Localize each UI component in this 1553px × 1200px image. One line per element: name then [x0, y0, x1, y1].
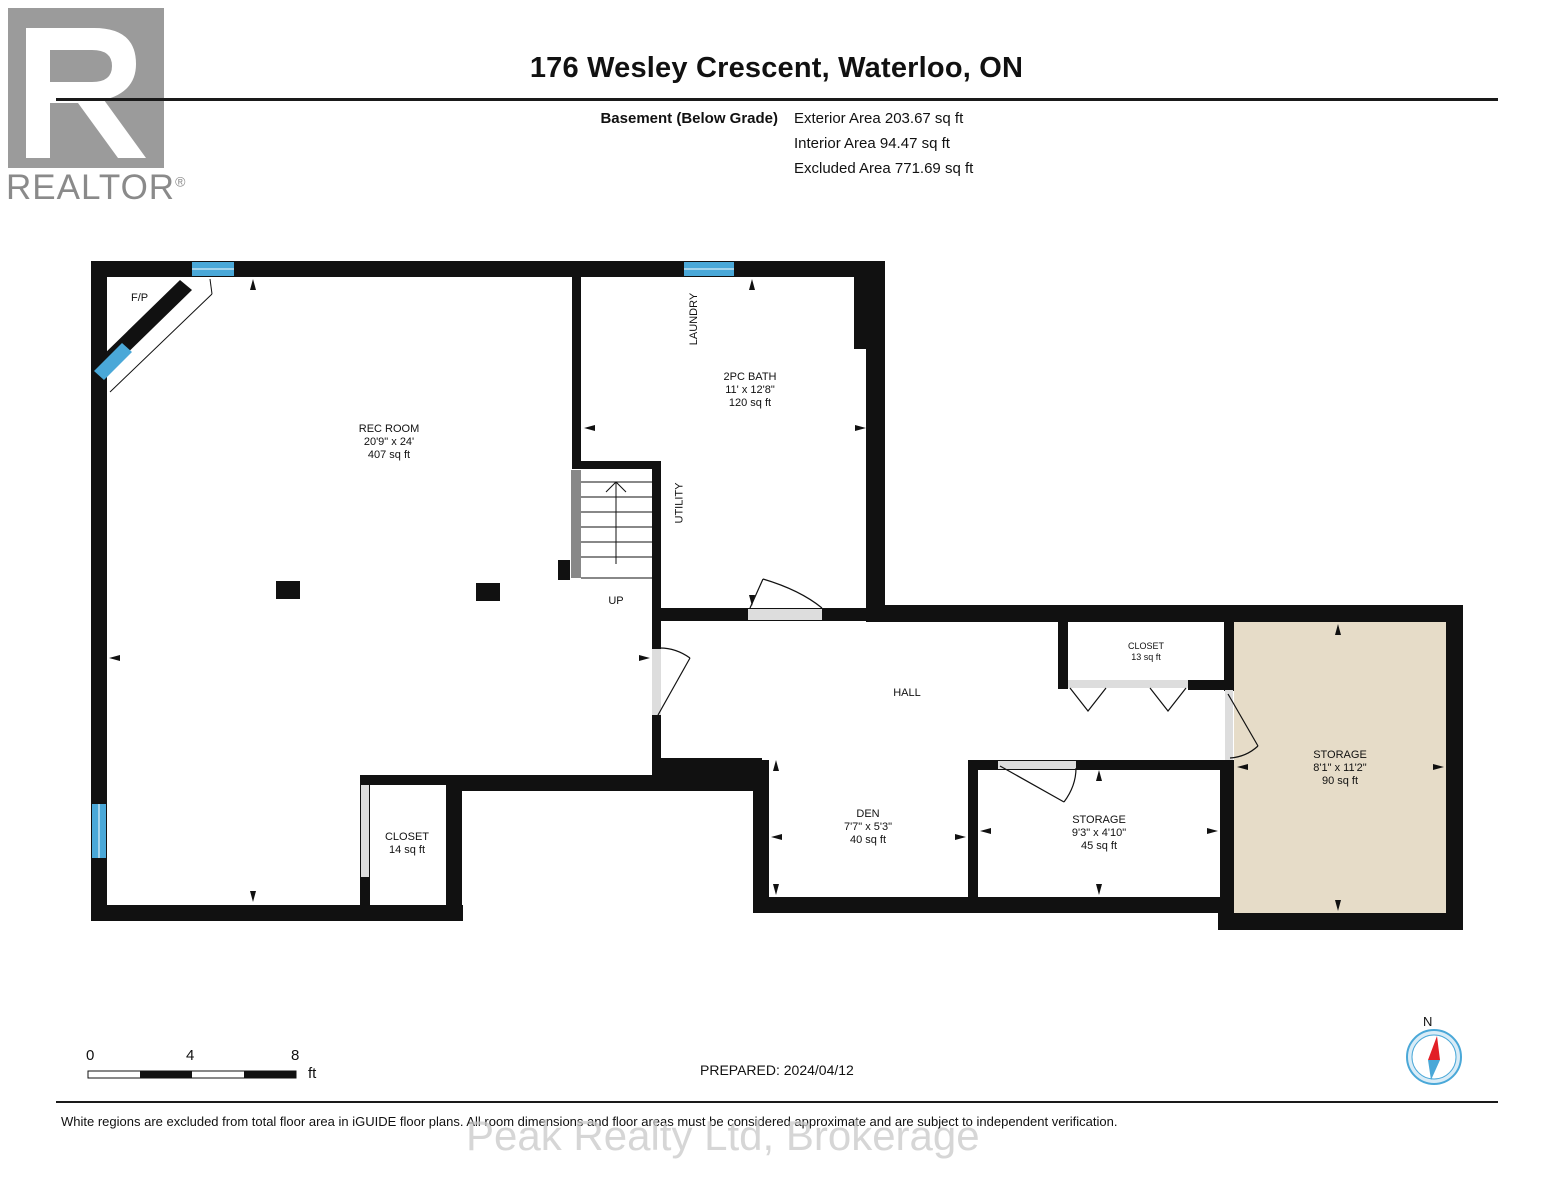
den-area: 40 sq ft: [849, 834, 887, 846]
north-label: N: [1423, 1014, 1433, 1029]
registered-mark: ®: [175, 173, 187, 190]
compass-icon: [1406, 1029, 1462, 1085]
hall-label: HALL: [893, 687, 921, 699]
level-name: Basement (Below Grade): [600, 110, 778, 127]
closet-small-label: CLOSET 13 sq ft: [1128, 641, 1164, 663]
fireplace-label: F/P: [131, 292, 149, 304]
den-label: DEN 7'7" x 5'3" 40 sq ft: [844, 808, 892, 847]
closet-rec-area: 14 sq ft: [388, 844, 426, 856]
storage-small-name: STORAGE: [1072, 814, 1126, 826]
scale-unit: ft: [308, 1065, 317, 1082]
bath-area: 120 sq ft: [728, 397, 772, 409]
prepared-date: PREPARED: 2024/04/12: [700, 1062, 854, 1078]
header-rule: [56, 98, 1498, 101]
storage-small-area: 45 sq ft: [1080, 840, 1118, 852]
window-fireplace: [94, 343, 132, 380]
exterior-area: Exterior Area 203.67 sq ft: [794, 110, 964, 127]
closet-rec-label: CLOSET 14 sq ft: [385, 831, 429, 857]
brokerage-watermark: Peak Realty Ltd, Brokerage: [466, 1112, 980, 1159]
footer-rule: [56, 1101, 1498, 1103]
rec-room-label: REC ROOM 20'9" x 24' 407 sq ft: [359, 423, 420, 462]
interior-area: Interior Area 94.47 sq ft: [794, 135, 950, 152]
laundry-label: LAUNDRY: [688, 292, 701, 346]
utility-label: UTILITY: [673, 482, 686, 524]
storage-large-label: STORAGE 8'1" x 11'2" 90 sq ft: [1313, 749, 1367, 788]
windows: [92, 262, 734, 858]
storage-large-area: 90 sq ft: [1321, 775, 1359, 787]
scale-tick-0: 0: [86, 1047, 95, 1064]
storage-small-dims: 9'3" x 4'10": [1071, 827, 1127, 839]
excluded-area: Excluded Area 771.69 sq ft: [794, 160, 974, 177]
closet-small-name: CLOSET: [1127, 641, 1165, 651]
closet-small-area: 13 sq ft: [1131, 652, 1161, 662]
doors: [361, 578, 1259, 877]
stairs-up-label: UP: [608, 595, 624, 607]
realtor-wordmark: REALTOR: [6, 168, 176, 207]
rec-name: REC ROOM: [358, 423, 420, 435]
realtor-logo-text: REALTOR®: [6, 168, 186, 208]
rec-area: 407 sq ft: [367, 449, 411, 461]
den-dims: 7'7" x 5'3": [843, 821, 893, 833]
storage-large-fill: [1234, 622, 1446, 914]
den-name: DEN: [856, 808, 880, 820]
scale-bar: [87, 1070, 297, 1079]
disclaimer-text: White regions are excluded from total fl…: [61, 1114, 1118, 1129]
realtor-logo-mark: [8, 8, 164, 168]
bath-room-label: 2PC BATH 11' x 12'8" 120 sq ft: [724, 371, 777, 410]
storage-small-label: STORAGE 9'3" x 4'10" 45 sq ft: [1072, 814, 1126, 853]
closet-rec-name: CLOSET: [384, 831, 430, 843]
scale-tick-8: 8: [291, 1047, 300, 1064]
property-address: 176 Wesley Crescent, Waterloo, ON: [529, 52, 1024, 84]
rec-dims: 20'9" x 24': [363, 436, 415, 448]
scale-tick-4: 4: [186, 1047, 195, 1064]
bath-dims: 11' x 12'8": [725, 384, 775, 396]
bath-name: 2PC BATH: [723, 371, 777, 383]
dimension-arrows: [109, 279, 1444, 911]
staircase: [571, 470, 652, 579]
realtor-logo: [8, 8, 164, 168]
storage-large-name: STORAGE: [1313, 749, 1367, 761]
storage-large-dims: 8'1" x 11'2": [1313, 762, 1367, 774]
